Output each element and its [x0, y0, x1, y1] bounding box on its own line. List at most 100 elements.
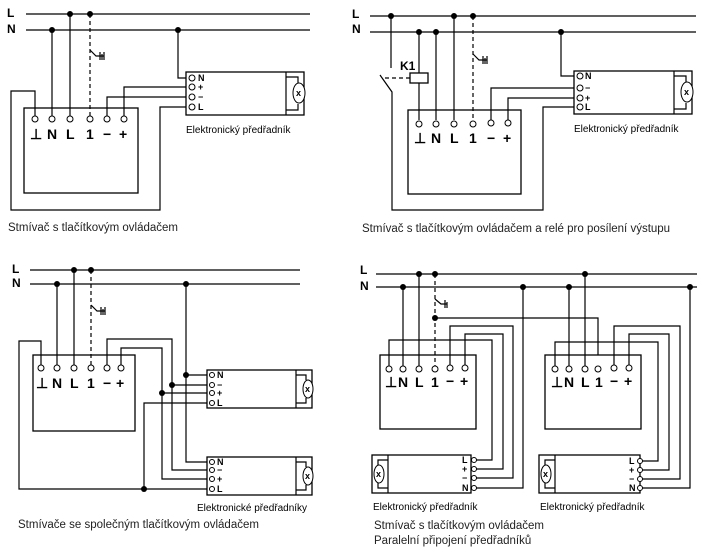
lamp-icon	[302, 466, 314, 486]
terminal	[565, 365, 573, 373]
wire-ground-to-ballast-l	[10, 90, 188, 211]
ballast-box	[371, 454, 472, 494]
junction-dot	[169, 382, 175, 388]
junction-dot	[416, 29, 422, 35]
ballast-terminal	[637, 458, 643, 464]
junction-dot	[87, 11, 93, 17]
ballast-terminal-label: L	[462, 455, 468, 465]
terminal-label: −	[487, 130, 495, 146]
ballast-terminal-label: L	[629, 456, 635, 466]
ballast-left: x L + − N Elektronický předřadník	[371, 454, 478, 513]
terminal	[48, 115, 56, 123]
dimmer-terminals-left: ⊥ N L 1 − +	[385, 364, 469, 390]
terminal	[446, 364, 454, 372]
terminal	[70, 364, 78, 372]
ballast-terminal	[576, 84, 584, 92]
dimmer-box	[407, 109, 522, 195]
ballast-terminal-label: −	[198, 92, 203, 102]
dimmer-terminals-right: ⊥ N L 1 − +	[551, 364, 633, 390]
bus-label-n: N	[12, 276, 21, 290]
wire-plus	[507, 97, 578, 120]
diagram-title-line2: Paralelní připojení předřadníků	[374, 535, 531, 547]
terminal	[431, 365, 439, 373]
terminal	[581, 365, 589, 373]
junction-dot	[400, 284, 406, 290]
lamp-symbol: x	[305, 471, 310, 481]
wire-n-right-ballast	[642, 287, 691, 489]
ballast-terminal-label: N	[217, 457, 224, 467]
lamp-symbol: x	[684, 87, 689, 97]
diagram-single: L N ⊥ N L 1 − +	[7, 6, 310, 234]
terminal	[31, 115, 39, 123]
ballast-right: x L + − N Elektronický předřadník	[538, 454, 645, 513]
ballast-terminal	[576, 94, 584, 102]
ballast-terminal-label: L	[217, 398, 223, 408]
lamp-icon	[302, 379, 314, 399]
lamp-icon	[292, 82, 306, 104]
ballast-terminal-label: L	[217, 484, 223, 494]
ballast-terminal-label: +	[585, 93, 590, 103]
terminal-label: 1	[595, 374, 603, 390]
lamp-wire	[674, 75, 687, 110]
ballast-terminal	[209, 459, 215, 465]
pushbutton-icon	[89, 49, 105, 60]
terminal-label: L	[450, 130, 459, 146]
dimmer-terminals: ⊥ N L 1 − +	[30, 115, 128, 142]
ballast-terminal	[209, 372, 215, 378]
terminal	[53, 364, 61, 372]
junction-dot	[141, 486, 147, 492]
ballast-terminal-label: +	[629, 465, 634, 475]
terminal-label: N	[431, 130, 441, 146]
ballast-terminal-label: N	[198, 73, 205, 83]
terminal	[385, 365, 393, 373]
ballast-terminal	[471, 466, 477, 472]
terminal-label: L	[66, 126, 75, 142]
lamp-wire	[544, 459, 555, 489]
ballast-terminal-label: −	[629, 474, 634, 484]
ballast-terminal	[471, 485, 477, 491]
diagram-parallel: L N ⊥ N L 1 − +	[360, 263, 697, 547]
terminal	[450, 120, 458, 128]
ballast-terminal-label: +	[217, 388, 222, 398]
terminal-label: −	[446, 373, 454, 389]
junction-dot	[432, 315, 438, 321]
ballast-terminal-label: +	[198, 82, 203, 92]
terminal-label: ⊥	[30, 126, 42, 142]
diagram-title: Stmívače se společným tlačítkovým ovláda…	[18, 519, 259, 531]
ballast-terminal	[209, 400, 215, 406]
terminal-label: −	[103, 375, 111, 391]
ballast-terminal-label: N	[462, 483, 469, 493]
lamp-icon	[373, 464, 385, 484]
wire-ground-ballast1	[143, 402, 208, 489]
pushbutton-icon	[90, 304, 106, 315]
terminal-label: ⊥	[414, 130, 426, 146]
ballast-terminal-label: N	[585, 71, 592, 81]
terminal-label: ⊥	[385, 374, 397, 390]
ballast-box	[573, 70, 693, 115]
dimmer-box-left	[379, 354, 477, 430]
lamp-wire	[296, 374, 307, 404]
terminal-label: N	[564, 374, 574, 390]
junction-dot	[71, 267, 77, 273]
terminal	[625, 364, 633, 372]
lamp-wire	[286, 76, 299, 111]
ballast-terminal	[188, 103, 196, 111]
wire-n-left-ballast	[476, 287, 524, 489]
junction-dot	[159, 390, 165, 396]
junction-dot	[54, 281, 60, 287]
ballast-terminal	[209, 382, 215, 388]
bus-label-l: L	[360, 263, 367, 277]
dimmer-terminals: ⊥ N L 1 − +	[36, 364, 125, 391]
junction-dot	[566, 284, 572, 290]
ballast-terminal-label: N	[629, 483, 636, 493]
wire-n-bus	[185, 284, 208, 463]
ballast-terminal-label: +	[462, 464, 467, 474]
ballast-2: x N − + L	[206, 456, 314, 496]
terminal-label: +	[624, 373, 632, 389]
wire-ground-left	[388, 339, 493, 461]
wire-n-to-ballast	[177, 30, 188, 79]
terminal	[103, 115, 111, 123]
terminal-label: 1	[469, 130, 477, 146]
wire-minus-right	[613, 325, 681, 480]
